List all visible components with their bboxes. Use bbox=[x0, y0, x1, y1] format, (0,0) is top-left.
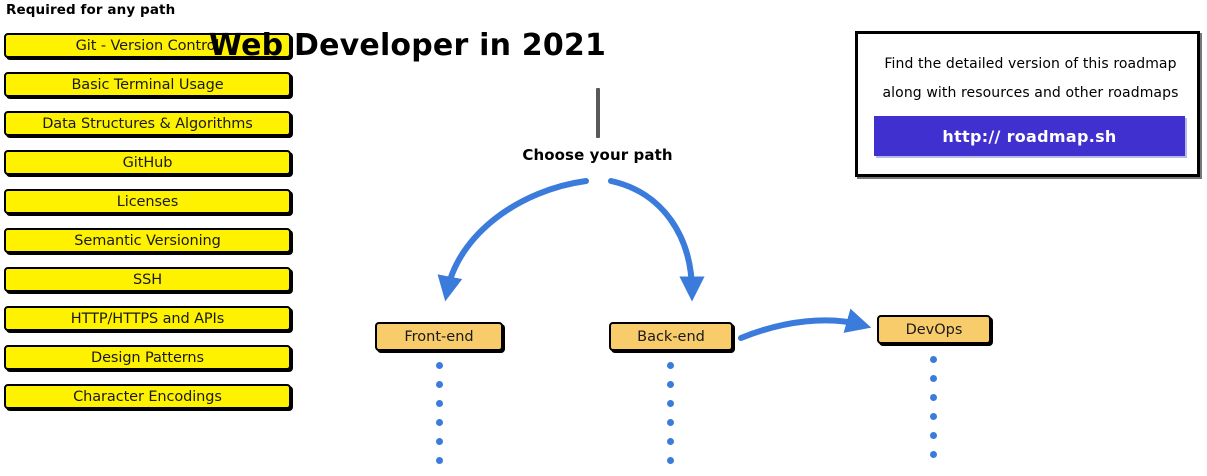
required-topic-data-structures-algorithms[interactable]: Data Structures & Algorithms bbox=[4, 111, 291, 136]
required-topic-semantic-versioning[interactable]: Semantic Versioning bbox=[4, 228, 291, 253]
required-topic-label: Design Patterns bbox=[91, 349, 204, 366]
required-topic-label: Licenses bbox=[116, 193, 179, 210]
required-topic-label: Semantic Versioning bbox=[74, 232, 221, 249]
path-node-label: DevOps bbox=[905, 321, 963, 338]
dotted-connector-back-end bbox=[667, 362, 674, 476]
required-topic-label: Character Encodings bbox=[73, 388, 222, 405]
roadmap-sh-link-button[interactable]: http:// roadmap.sh bbox=[874, 116, 1185, 156]
path-node-label: Back-end bbox=[637, 328, 705, 345]
roadmap-info-box: Find the detailed version of this roadma… bbox=[855, 31, 1200, 177]
required-topic-label: HTTP/HTTPS and APIs bbox=[70, 310, 225, 327]
required-for-any-path-column: Required for any path Git - Version Cont… bbox=[4, 0, 296, 436]
required-topic-character-encodings[interactable]: Character Encodings bbox=[4, 384, 291, 409]
dotted-connector-devops bbox=[930, 356, 937, 470]
choose-your-path-label: Choose your path bbox=[522, 146, 673, 164]
required-topic-github[interactable]: GitHub bbox=[4, 150, 291, 175]
arrow-to-frontend bbox=[437, 178, 589, 302]
required-topic-basic-terminal-usage[interactable]: Basic Terminal Usage bbox=[4, 72, 291, 97]
arrow-backend-to-devops bbox=[738, 308, 872, 341]
required-topics-list: Git - Version Control Basic Terminal Usa… bbox=[4, 33, 291, 423]
required-topic-label: Data Structures & Algorithms bbox=[42, 115, 253, 132]
required-topic-git[interactable]: Git - Version Control bbox=[4, 33, 291, 58]
required-topic-label: Git - Version Control bbox=[75, 37, 220, 54]
path-node-devops[interactable]: DevOps bbox=[877, 315, 991, 344]
required-topic-label: Basic Terminal Usage bbox=[71, 76, 224, 93]
path-node-front-end[interactable]: Front-end bbox=[375, 322, 503, 351]
required-topic-label: SSH bbox=[132, 271, 162, 288]
path-node-back-end[interactable]: Back-end bbox=[609, 322, 733, 351]
required-topic-ssh[interactable]: SSH bbox=[4, 267, 291, 292]
info-box-line-1: Find the detailed version of this roadma… bbox=[884, 56, 1177, 72]
required-topic-licenses[interactable]: Licenses bbox=[4, 189, 291, 214]
required-topic-design-patterns[interactable]: Design Patterns bbox=[4, 345, 291, 370]
roadmap-sh-link-label: http:// roadmap.sh bbox=[942, 126, 1117, 146]
required-topic-http-https-and-apis[interactable]: HTTP/HTTPS and APIs bbox=[4, 306, 291, 331]
required-topic-label: GitHub bbox=[122, 154, 173, 171]
arrow-to-backend bbox=[608, 178, 705, 302]
info-box-line-2: along with resources and other roadmaps bbox=[882, 85, 1179, 101]
required-column-heading: Required for any path bbox=[6, 2, 176, 18]
dotted-connector-front-end bbox=[436, 362, 443, 476]
path-node-label: Front-end bbox=[404, 328, 474, 345]
title-connector-line bbox=[596, 88, 600, 138]
